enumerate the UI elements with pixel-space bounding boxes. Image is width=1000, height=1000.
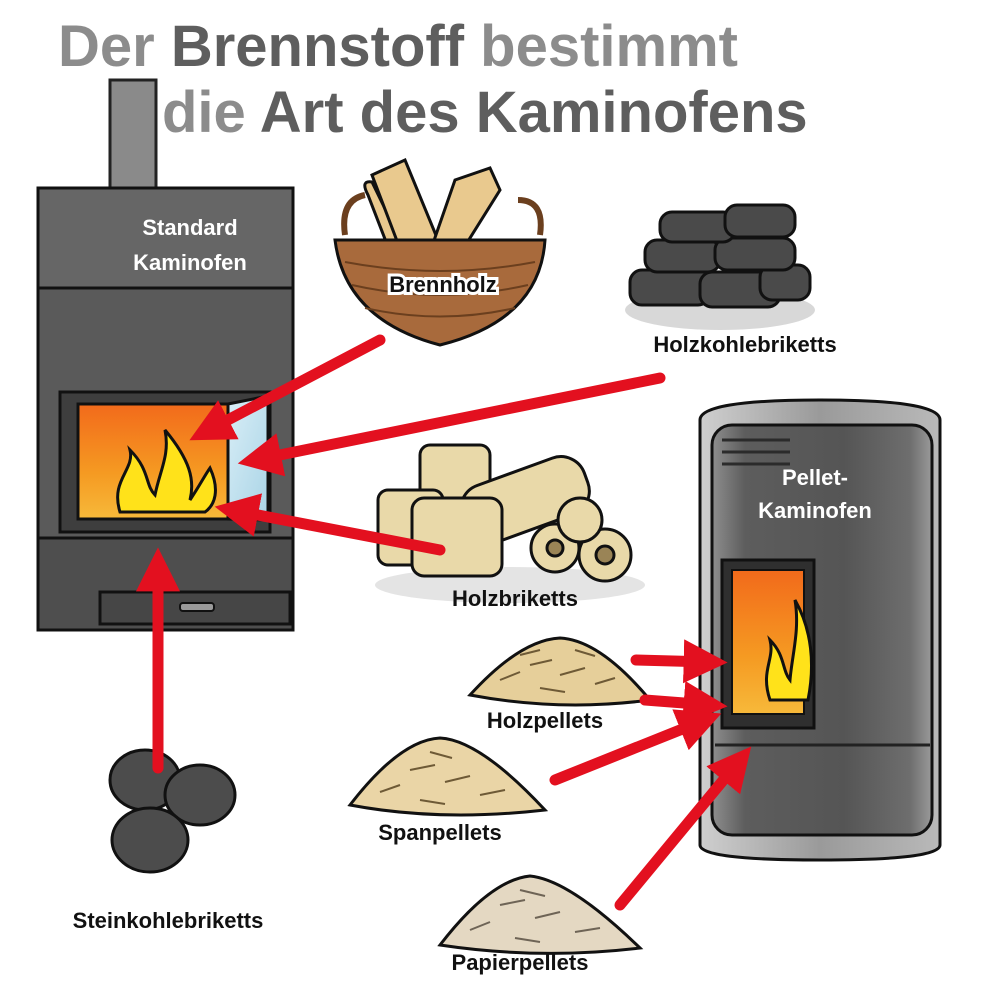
holzbriketts-pile <box>375 443 645 603</box>
drawer-handle <box>179 602 215 612</box>
pellet-stove <box>698 398 942 862</box>
arrow-holzkohle <box>237 372 666 477</box>
flame-icon <box>765 599 813 702</box>
title-word: Brennstoff <box>170 14 465 79</box>
standard-stove <box>36 78 295 632</box>
label-holzpellets: Holzpellets <box>487 708 603 733</box>
arrow-papierpellets <box>614 746 752 911</box>
steinkohlebriketts-pile <box>108 748 237 874</box>
pellet-stove-label-2: Kaminofen <box>758 498 872 523</box>
spanpellets-heap <box>347 736 549 817</box>
papierpellets-heap <box>437 874 644 955</box>
holzkohlebriketts-pile <box>625 203 815 330</box>
vent-slots <box>722 438 790 466</box>
arrow-holzbriketts <box>214 493 446 556</box>
title-word: Art des Kaminofens <box>259 80 808 145</box>
label-spanpellets: Spanpellets <box>378 820 501 845</box>
flame-icon <box>116 429 217 514</box>
stove-top-panel <box>36 186 295 290</box>
arrow-holzpellets <box>630 639 728 684</box>
title-line-2: die Art des Kaminofens <box>162 84 808 142</box>
title-word: Der <box>58 14 171 79</box>
stove-chimney-pipe <box>108 78 158 202</box>
holzpellets-heap <box>467 636 653 707</box>
standard-stove-label-2: Kaminofen <box>133 250 247 275</box>
title-word: die <box>162 80 260 145</box>
pellet-stove-label-1: Pellet- <box>782 465 848 490</box>
pellet-stove-front <box>710 423 934 837</box>
label-holzbriketts: Holzbriketts <box>452 586 578 611</box>
arrows <box>136 334 752 911</box>
arrow-spanpellets <box>549 709 722 786</box>
label-holzkohlebriketts: Holzkohlebriketts <box>653 332 836 357</box>
title-line-1: Der Brennstoff bestimmt <box>58 18 738 76</box>
label-papierpellets: Papierpellets <box>452 950 589 975</box>
label-steinkohlebriketts: Steinkohlebriketts <box>73 908 264 933</box>
arrow-holzpellets-2 <box>639 681 728 725</box>
standard-stove-label-1: Standard <box>142 215 237 240</box>
basket-body <box>333 238 547 347</box>
brennholz-basket <box>333 157 547 347</box>
arrow-brennholz <box>189 334 386 441</box>
label-brennholz: Brennholz <box>389 272 497 297</box>
title-word: bestimmt <box>464 14 738 79</box>
